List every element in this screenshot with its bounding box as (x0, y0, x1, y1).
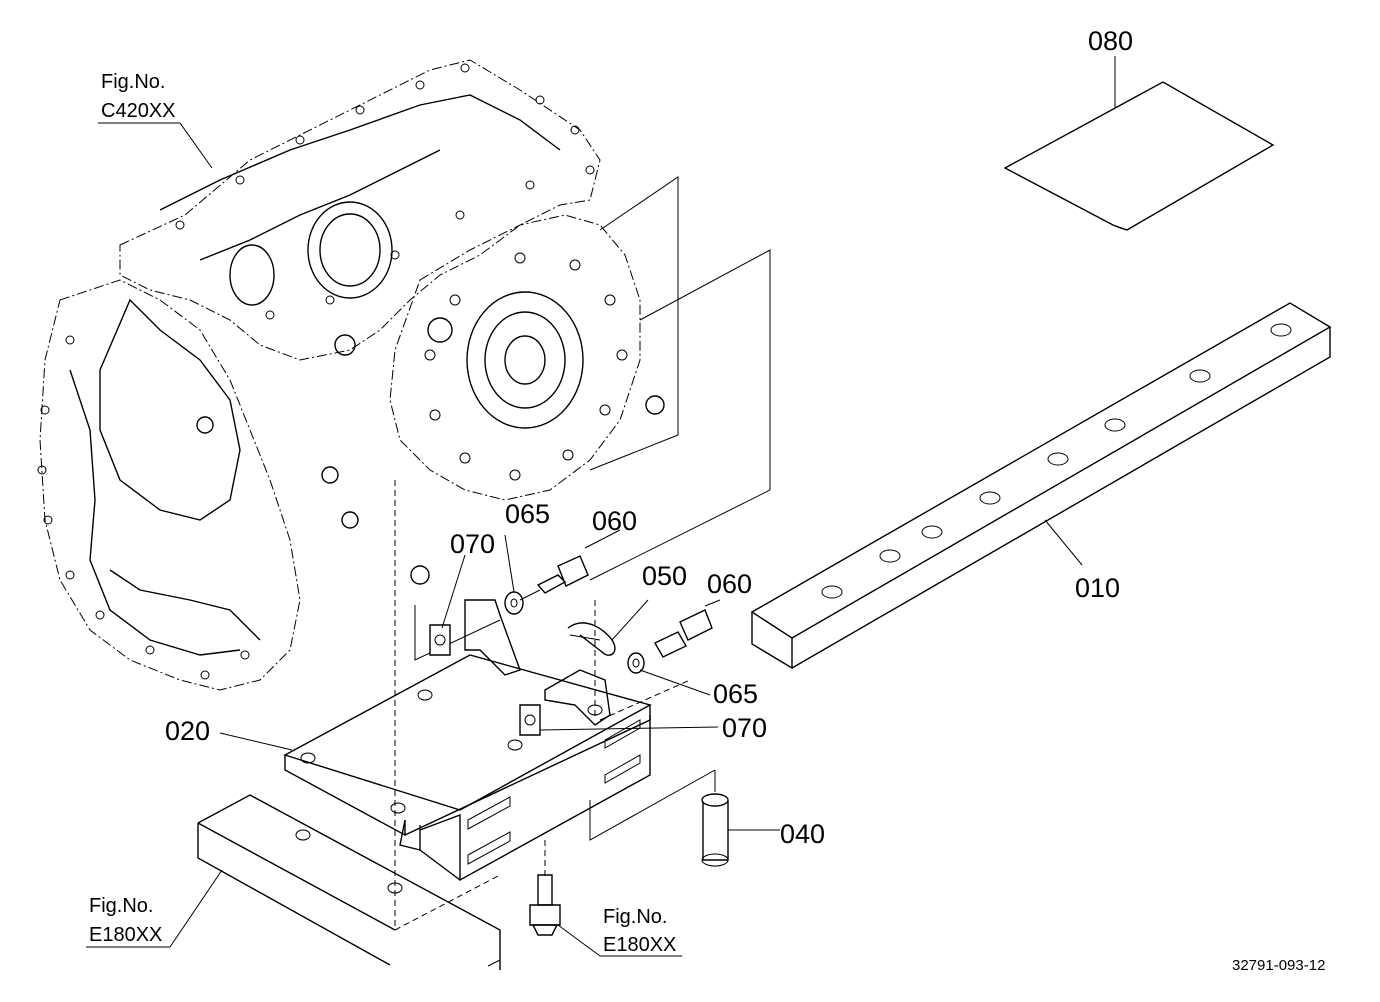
case-perimeter-holes (37, 63, 595, 680)
part-label-065-lower: 065 (713, 679, 758, 709)
transmission-case (37, 59, 665, 691)
ref-c420-no-text: C420XX (101, 100, 176, 122)
flange-projection-lines (414, 176, 771, 661)
lower-support-block (197, 794, 501, 970)
part-label-060-lower: 060 (707, 569, 752, 599)
bolt-assembly-lower: 060 065 (627, 569, 758, 709)
bolt-assembly-upper: 065 060 (504, 499, 637, 615)
ref-c420-label: Fig.No. C420XX (98, 71, 213, 169)
ref-e180b-fig-text: Fig.No. (603, 906, 667, 928)
part-label-080: 080 (1088, 26, 1133, 56)
ref-e180-right-label: Fig.No. E180XX (600, 906, 682, 957)
part-020-bracket: 020 (165, 599, 652, 882)
drawbar-holes (821, 323, 1292, 599)
part-010-drawbar: 010 (750, 302, 1332, 670)
ref-e180b-no-text: E180XX (603, 934, 676, 956)
part-080-label-sheet: 080 (1003, 26, 1275, 231)
part-070-blocks (429, 624, 541, 736)
drawing-code: 32791-093-12 (1232, 957, 1325, 974)
lower-bolt (529, 874, 601, 957)
part-040-pin: 040 (701, 793, 825, 867)
part-label-070-upper: 070 (450, 529, 495, 559)
part-label-040: 040 (780, 819, 825, 849)
part-label-020: 020 (165, 716, 210, 746)
ref-e180a-no-text: E180XX (89, 924, 162, 946)
part-label-060-upper: 060 (592, 506, 637, 536)
alignment-lines (394, 480, 716, 930)
part-070-labels: 070 070 (441, 529, 767, 743)
ref-e180a-fig-text: Fig.No. (89, 895, 153, 917)
part-050-snap-pin: 050 (567, 561, 687, 656)
ref-e180-left-label: Fig.No. E180XX (86, 869, 223, 948)
part-label-070-lower: 070 (722, 713, 767, 743)
part-label-065-upper: 065 (505, 499, 550, 529)
flange-bolt-holes (424, 252, 628, 481)
part-label-010: 010 (1075, 573, 1120, 603)
ref-c420-fig-text: Fig.No. (101, 71, 165, 93)
part-label-050: 050 (642, 561, 687, 591)
